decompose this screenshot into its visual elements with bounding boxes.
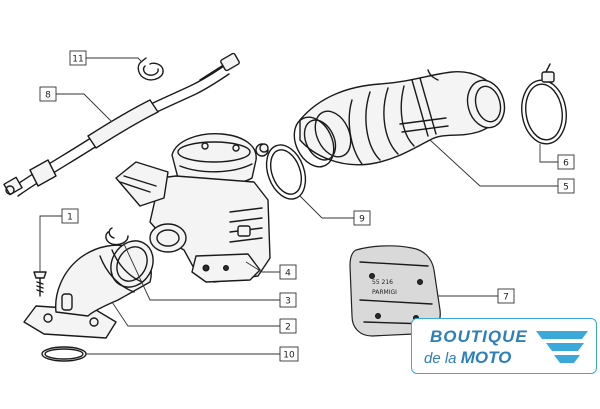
svg-text:7: 7	[503, 293, 509, 303]
svg-text:8: 8	[45, 91, 51, 101]
spring-clip-part	[137, 57, 164, 81]
svg-text:6: 6	[563, 159, 569, 169]
svg-text:4: 4	[285, 269, 291, 279]
logo-line2-prefix: de la	[424, 350, 457, 367]
callout-2: 2	[279, 318, 297, 334]
gasket-marking-line2: PARMIGI	[372, 289, 397, 296]
logo-swoosh-icon	[536, 331, 588, 363]
o-ring-part	[41, 346, 87, 362]
svg-text:9: 9	[359, 215, 365, 225]
throttle-cable-part	[3, 52, 240, 197]
callout-3: 3	[279, 292, 297, 308]
callout-5: 5	[557, 178, 575, 194]
callout-10: 10	[279, 346, 299, 362]
svg-text:2: 2	[285, 323, 291, 333]
carburettor-part	[115, 133, 271, 283]
manifold-clip-part	[105, 227, 129, 246]
callout-11: 11	[69, 50, 87, 66]
leader-lines	[39, 57, 558, 355]
gasket-sheet-part: 55 216 PARMIGI	[349, 245, 441, 337]
clamp-ring-part	[259, 143, 307, 200]
svg-text:1: 1	[67, 213, 73, 223]
callout-4: 4	[279, 264, 297, 280]
screw-part	[33, 271, 47, 297]
callout-6: 6	[557, 154, 575, 170]
svg-text:3: 3	[285, 297, 291, 307]
gasket-marking-line1: 55 216	[372, 279, 393, 286]
svg-text:10: 10	[283, 351, 295, 361]
svg-text:11: 11	[72, 55, 83, 65]
callout-1: 1	[61, 208, 79, 224]
logo-line2-bold: MOTO	[460, 348, 512, 367]
callout-7: 7	[497, 288, 515, 304]
svg-text:5: 5	[563, 183, 569, 193]
callout-9: 9	[353, 210, 371, 226]
hose-clamp-part	[521, 63, 567, 145]
logo-line1: BOUTIQUE	[430, 327, 528, 346]
intake-manifold-part	[23, 240, 154, 339]
boutique-logo: BOUTIQUE de la MOTO	[411, 318, 597, 374]
callout-8: 8	[39, 86, 57, 102]
logo-line2: de la MOTO	[424, 348, 511, 368]
intake-hose-part	[293, 69, 506, 168]
